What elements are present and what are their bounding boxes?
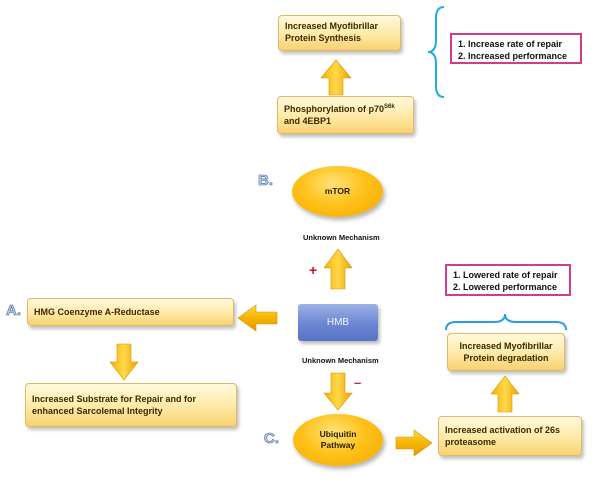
arrow-up-degradation [490,375,520,413]
label-letter-b: B. [258,172,274,190]
outcome-negative-2: 2. Lowered performance [453,282,558,292]
arrow-down-substrate [109,343,139,381]
outcomes-positive-box: 1. Increase rate of repair 2. Increased … [450,33,582,64]
substrate-text: Increased Substrate for Repair and for e… [32,394,197,416]
phosphorylation-sup: S6k [384,104,395,110]
label-letter-a: A. [6,302,22,320]
arrow-up-mtor [323,248,353,290]
arrow-up-synthesis [320,59,352,96]
ubiquitin-text: Ubiquitin Pathway [319,429,357,450]
label-unknown-mechanism-bottom: Unknown Mechanism [302,356,379,365]
node-hmb: HMB [298,304,378,341]
minus-sign: – [354,375,362,390]
node-increased-substrate: Increased Substrate for Repair and for e… [25,383,237,427]
brace-positive [427,6,445,98]
outcomes-negative-box: 1. Lowered rate of repair 2. Lowered per… [445,264,571,296]
degradation-text: Increased Myofibrillar Protein degradati… [459,341,553,363]
hmg-text: HMG Coenzyme A-Reductase [34,307,160,317]
hmb-text: HMB [326,317,350,328]
plus-sign: + [309,262,318,278]
brace-negative [445,313,567,331]
node-hmg-reductase: HMG Coenzyme A-Reductase [27,298,234,326]
outcome-positive-2: 2. Increased performance [458,51,568,61]
outcome-negative-1: 1. Lowered rate of repair [453,270,558,280]
node-ubiquitin-pathway: Ubiquitin Pathway [293,414,383,466]
node-protein-degradation: Increased Myofibrillar Protein degradati… [447,333,565,371]
node-increased-synthesis-text: Increased Myofibrillar Protein Synthesis [285,21,379,43]
label-letter-c: C. [264,430,280,448]
proteasome-text: Increased activation of 26s proteasome [445,425,561,447]
node-26s-proteasome: Increased activation of 26s proteasome [438,416,582,456]
node-phosphorylation: Phosphorylation of p70S6k and 4EBP1 [277,96,414,134]
node-mtor: mTOR [292,166,383,217]
phosphorylation-tail: and 4EBP1 [284,116,332,126]
arrow-down-ubiquitin [323,372,353,411]
outcome-positive-1: 1. Increase rate of repair [458,39,563,49]
arrow-right-proteasome [395,429,433,457]
node-increased-synthesis: Increased Myofibrillar Protein Synthesis [278,15,401,51]
arrow-left-hmg [237,304,278,332]
phosphorylation-text: Phosphorylation of p70 [284,104,385,114]
mtor-text: mTOR [324,186,351,196]
label-unknown-mechanism-top: Unknown Mechanism [303,233,380,242]
